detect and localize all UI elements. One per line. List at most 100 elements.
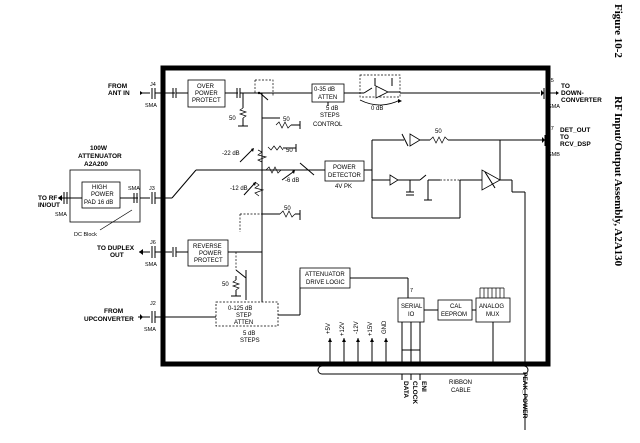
svg-text:CABLE: CABLE [451,388,471,394]
svg-text:DATA: DATA [402,381,409,398]
svg-text:A2A200: A2A200 [84,161,108,168]
j4-connector: FROM ANT IN J4 SMA [108,82,177,109]
svg-text:SMA: SMA [145,103,157,109]
svg-text:POWER: POWER [199,251,222,257]
external-attenuator: 100W ATTENUATOR A2A200 HIGH POWER PAD 16… [69,145,141,238]
svg-text:5 dB: 5 dB [243,331,255,337]
svg-text:J2: J2 [150,301,156,307]
svg-text:50: 50 [229,116,236,122]
svg-text:IO: IO [408,312,415,318]
svg-text:CONVERTER: CONVERTER [561,97,602,104]
svg-text:DRIVE LOGIC: DRIVE LOGIC [306,280,345,286]
svg-text:PROTECT: PROTECT [192,98,221,104]
svg-text:ATTEN: ATTEN [234,320,253,326]
svg-text:50: 50 [284,206,291,212]
svg-text:RCV_DSP: RCV_DSP [560,141,591,148]
svg-text:0 dB: 0 dB [371,106,383,112]
svg-text:DETECTOR: DETECTOR [328,173,362,179]
reverse-power-protect-block [187,239,229,267]
svg-text:POWER: POWER [195,91,218,97]
svg-text:+5V: +5V [326,323,332,334]
mux-inputs [479,287,505,298]
svg-text:J5: J5 [548,78,554,84]
svg-text:-12V: -12V [354,321,360,334]
peak-amp-icon [481,169,501,191]
svg-text:0-125 dB: 0-125 dB [228,306,252,312]
svg-text:100W: 100W [90,145,108,152]
svg-text:POWER: POWER [91,192,114,198]
svg-text:ATTENUATOR: ATTENUATOR [305,272,345,278]
j2-connector: FROM UPCONVERTER J2 SMA [84,301,156,333]
svg-text:CONTROL: CONTROL [313,122,343,128]
svg-text:-12 dB: -12 dB [230,186,248,192]
svg-text:PROTECT: PROTECT [194,258,223,264]
svg-text:ENI: ENI [420,381,427,392]
svg-text:PEAK_POWER: PEAK_POWER [521,372,528,419]
svg-text:IN/OUT: IN/OUT [38,202,60,209]
svg-text:5 dB: 5 dB [326,106,338,112]
svg-text:+15V: +15V [368,322,374,336]
svg-text:DC Block: DC Block [74,232,97,238]
svg-text:TO DUPLEX: TO DUPLEX [97,245,135,252]
svg-text:TO: TO [561,83,570,90]
svg-text:ATTENUATOR: ATTENUATOR [78,153,122,160]
svg-text:REVERSE: REVERSE [193,244,222,250]
assembly-outline [160,65,551,367]
j6-connector: TO DUPLEX OUT J6 SMA [97,240,177,268]
svg-text:SMA: SMA [548,104,560,110]
serial-io-block [397,297,425,323]
svg-text:CAL: CAL [450,304,462,310]
svg-text:TO: TO [560,134,569,141]
buffer-amp-icon [409,133,421,147]
svg-text:RIBBON: RIBBON [449,380,472,386]
svg-text:STEPS: STEPS [320,113,340,119]
svg-text:J4: J4 [150,82,156,88]
svg-text:-6 dB: -6 dB [285,178,299,184]
svg-text:CLOCK: CLOCK [411,381,418,404]
figure-title: RF Input/Output Assembly, A2A130 [612,96,624,267]
svg-text:DOWN-: DOWN- [561,90,584,97]
svg-text:4V PK: 4V PK [335,184,352,190]
svg-text:MUX: MUX [486,312,499,318]
svg-text:STEPS: STEPS [240,338,260,344]
svg-text:-22 dB: -22 dB [222,151,240,157]
svg-text:SERIAL: SERIAL [401,304,423,310]
svg-text:OUT: OUT [110,252,124,259]
high-power-pad [81,181,121,209]
detector-diode-icon [389,174,399,186]
svg-text:SMA: SMA [145,262,157,268]
rf-in-out-label: TO RF [38,195,57,202]
svg-text:SMA: SMA [144,327,156,333]
svg-text:50: 50 [283,117,290,123]
svg-text:FROM: FROM [104,308,123,315]
svg-text:OVER: OVER [197,84,215,90]
svg-text:PAD 16 dB: PAD 16 dB [84,200,113,206]
svg-text:50: 50 [286,148,293,154]
j7-connector: J7 SMB DET_OUT TO RCV_DSP [548,126,591,158]
svg-text:0-35 dB: 0-35 dB [314,87,335,93]
svg-text:J6: J6 [150,240,156,246]
svg-text:DET_OUT: DET_OUT [560,127,590,134]
svg-text:UPCONVERTER: UPCONVERTER [84,316,134,323]
svg-text:EEPROM: EEPROM [441,312,467,318]
svg-text:7: 7 [410,288,413,294]
svg-text:ANT IN: ANT IN [108,90,130,97]
over-power-protect-block [187,79,226,108]
svg-text:50: 50 [222,282,229,288]
svg-text:FROM: FROM [108,83,127,90]
svg-text:J7: J7 [548,126,554,132]
ribbon-cable [317,365,529,375]
svg-text:HIGH: HIGH [92,185,107,191]
svg-text:SMA: SMA [55,212,67,218]
svg-text:J3: J3 [149,186,155,192]
svg-text:50: 50 [435,129,442,135]
svg-text:SMA: SMA [128,186,140,192]
step-atten-block [215,301,279,327]
power-detector-block [324,160,365,182]
svg-text:ANALOG: ANALOG [479,304,504,310]
svg-text:ATTEN: ATTEN [318,95,337,101]
figure-number: Figure 10-2 [612,4,624,58]
svg-text:POWER: POWER [333,165,356,171]
j5-connector: J5 SMA TO DOWN- CONVERTER [548,78,602,110]
